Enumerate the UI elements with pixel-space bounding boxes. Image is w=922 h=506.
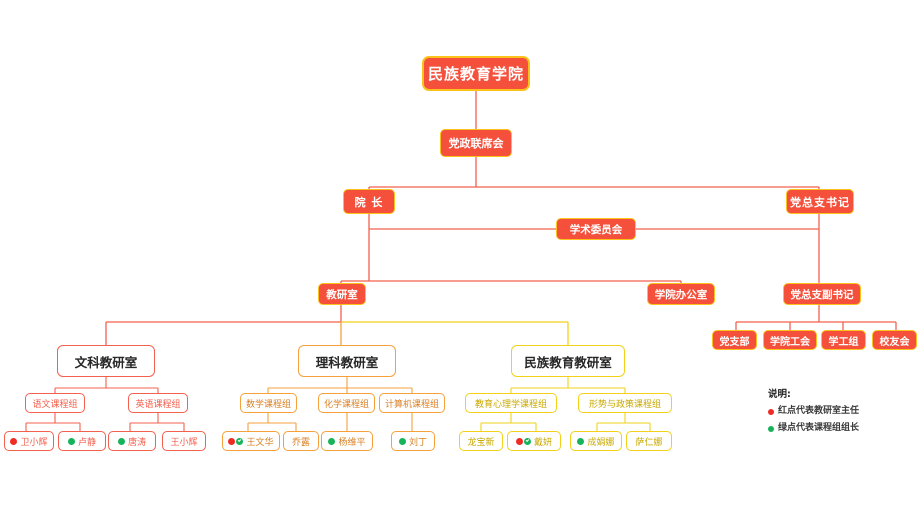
- node-root-label: 民族教育学院: [427, 65, 524, 83]
- node-teaching-office[interactable]: 教研室: [318, 283, 366, 305]
- legend-item-red: 红点代表教研室主任: [768, 407, 859, 417]
- person-dots: [328, 437, 336, 445]
- node-department-2-label: 民族教育教研室: [524, 354, 612, 370]
- node-party-unit-2[interactable]: 学工组: [821, 330, 866, 350]
- red-dot-icon: [515, 437, 523, 445]
- node-department-1[interactable]: 理科教研室: [298, 345, 396, 377]
- node-dean-label: 院 长: [354, 195, 384, 209]
- node-person-0-1-0[interactable]: 唐涛: [108, 431, 156, 451]
- node-group-0-1-label: 英语课程组: [135, 399, 181, 410]
- legend-title: 说明:: [768, 389, 791, 400]
- node-person-1-0-0-label: 王文华: [246, 437, 274, 448]
- node-party-unit-2-label: 学工组: [828, 336, 859, 348]
- legend-item-green: 绿点代表课程组组长: [768, 423, 860, 434]
- node-person-2-1-1[interactable]: 萨仁娜: [626, 431, 672, 451]
- node-party-unit-3[interactable]: 校友会: [872, 330, 917, 350]
- node-college-office-label: 学院办公室: [654, 288, 708, 301]
- node-academic-committee[interactable]: 学术委员会: [556, 218, 636, 240]
- node-joint-meeting-label: 党政联席会: [448, 137, 504, 150]
- person-dots: [228, 437, 244, 445]
- node-person-0-0-0[interactable]: 卫小辉: [4, 431, 54, 451]
- person-dots: [398, 437, 406, 445]
- legend-item-green-label: 绿点代表课程组组长: [778, 423, 860, 434]
- node-person-2-1-0-label: 成娟娜: [587, 437, 615, 448]
- node-group-2-1[interactable]: 形势与政策课程组: [578, 393, 672, 413]
- node-person-2-0-0-label: 龙宝新: [467, 437, 495, 448]
- node-department-2[interactable]: 民族教育教研室: [511, 345, 625, 377]
- green-dot-icon: [67, 437, 75, 445]
- green-dot-icon: [328, 437, 336, 445]
- node-person-0-1-1-label: 王小辉: [170, 437, 198, 448]
- green-dot-icon: [117, 437, 125, 445]
- person-dots: [515, 437, 531, 445]
- node-group-1-0[interactable]: 数学课程组: [240, 393, 297, 413]
- node-person-1-2-0-label: 刘丁: [408, 437, 427, 448]
- red-dot-icon: [768, 409, 774, 416]
- node-group-2-1-label: 形势与政策课程组: [588, 399, 661, 410]
- node-group-0-0[interactable]: 语文课程组: [25, 393, 85, 413]
- node-department-0[interactable]: 文科教研室: [57, 345, 155, 377]
- node-person-1-1-0[interactable]: 杨维平: [321, 431, 373, 451]
- node-person-1-0-1-label: 乔露: [291, 437, 310, 448]
- person-dots: [577, 437, 585, 445]
- node-group-2-0-label: 教育心理学课程组: [474, 399, 547, 410]
- node-person-2-0-1[interactable]: 戴妍: [507, 431, 561, 451]
- node-party-secretary[interactable]: 党总支书记: [786, 189, 854, 214]
- node-person-1-1-0-label: 杨维平: [338, 437, 366, 448]
- node-person-2-1-1-label: 萨仁娜: [635, 437, 663, 448]
- node-joint-meeting[interactable]: 党政联席会: [440, 129, 512, 157]
- node-dean[interactable]: 院 长: [343, 189, 395, 214]
- node-person-1-0-1[interactable]: 乔露: [283, 431, 319, 451]
- node-department-0-label: 文科教研室: [74, 354, 138, 370]
- node-group-1-0-label: 数学课程组: [246, 399, 292, 410]
- node-root[interactable]: 民族教育学院: [422, 56, 530, 91]
- node-party-unit-1[interactable]: 学院工会: [763, 330, 817, 350]
- node-group-1-2[interactable]: 计算机课程组: [379, 393, 445, 413]
- node-person-1-0-0[interactable]: 王文华: [222, 431, 280, 451]
- green-dot-icon: [398, 437, 406, 445]
- node-party-unit-0-label: 党支部: [719, 336, 750, 348]
- node-person-1-2-0[interactable]: 刘丁: [391, 431, 435, 451]
- node-group-0-1[interactable]: 英语课程组: [128, 393, 188, 413]
- red-dot-icon: [10, 437, 18, 445]
- green-check-dot-icon: [523, 437, 531, 445]
- node-party-unit-0[interactable]: 党支部: [712, 330, 757, 350]
- person-dots: [10, 437, 18, 445]
- node-party-secretary-label: 党总支书记: [790, 195, 850, 209]
- node-deputy-party-secretary-label: 党总支副书记: [790, 288, 854, 301]
- legend-item-red-label: 红点代表教研室主任: [778, 406, 860, 417]
- node-person-0-0-0-label: 卫小辉: [20, 437, 48, 448]
- green-dot-icon: [768, 426, 774, 433]
- node-department-1-label: 理科教研室: [315, 354, 379, 370]
- red-dot-icon: [228, 437, 236, 445]
- legend: 说明: 红点代表教研室主任 绿点代表课程组组长: [768, 389, 860, 441]
- node-group-0-0-label: 语文课程组: [32, 399, 78, 410]
- node-college-office[interactable]: 学院办公室: [647, 283, 715, 305]
- node-deputy-party-secretary[interactable]: 党总支副书记: [783, 283, 861, 305]
- node-teaching-office-label: 教研室: [326, 288, 358, 301]
- node-person-0-0-1[interactable]: 卢静: [58, 431, 106, 451]
- node-party-unit-1-label: 学院工会: [770, 336, 810, 348]
- green-check-dot-icon: [236, 437, 244, 445]
- person-dots: [117, 437, 125, 445]
- node-party-unit-3-label: 校友会: [879, 336, 910, 348]
- node-person-0-0-1-label: 卢静: [77, 437, 96, 448]
- person-dots: [67, 437, 75, 445]
- node-person-0-1-0-label: 唐涛: [127, 437, 146, 448]
- node-person-2-1-0[interactable]: 成娟娜: [570, 431, 622, 451]
- node-group-1-1[interactable]: 化学课程组: [318, 393, 375, 413]
- node-person-2-0-1-label: 戴妍: [533, 437, 552, 448]
- green-dot-icon: [577, 437, 585, 445]
- node-group-2-0[interactable]: 教育心理学课程组: [465, 393, 557, 413]
- node-person-2-0-0[interactable]: 龙宝新: [459, 431, 503, 451]
- node-person-0-1-1[interactable]: 王小辉: [162, 431, 206, 451]
- node-group-1-1-label: 化学课程组: [324, 399, 370, 410]
- node-group-1-2-label: 计算机课程组: [385, 399, 440, 410]
- node-academic-committee-label: 学术委员会: [569, 223, 623, 236]
